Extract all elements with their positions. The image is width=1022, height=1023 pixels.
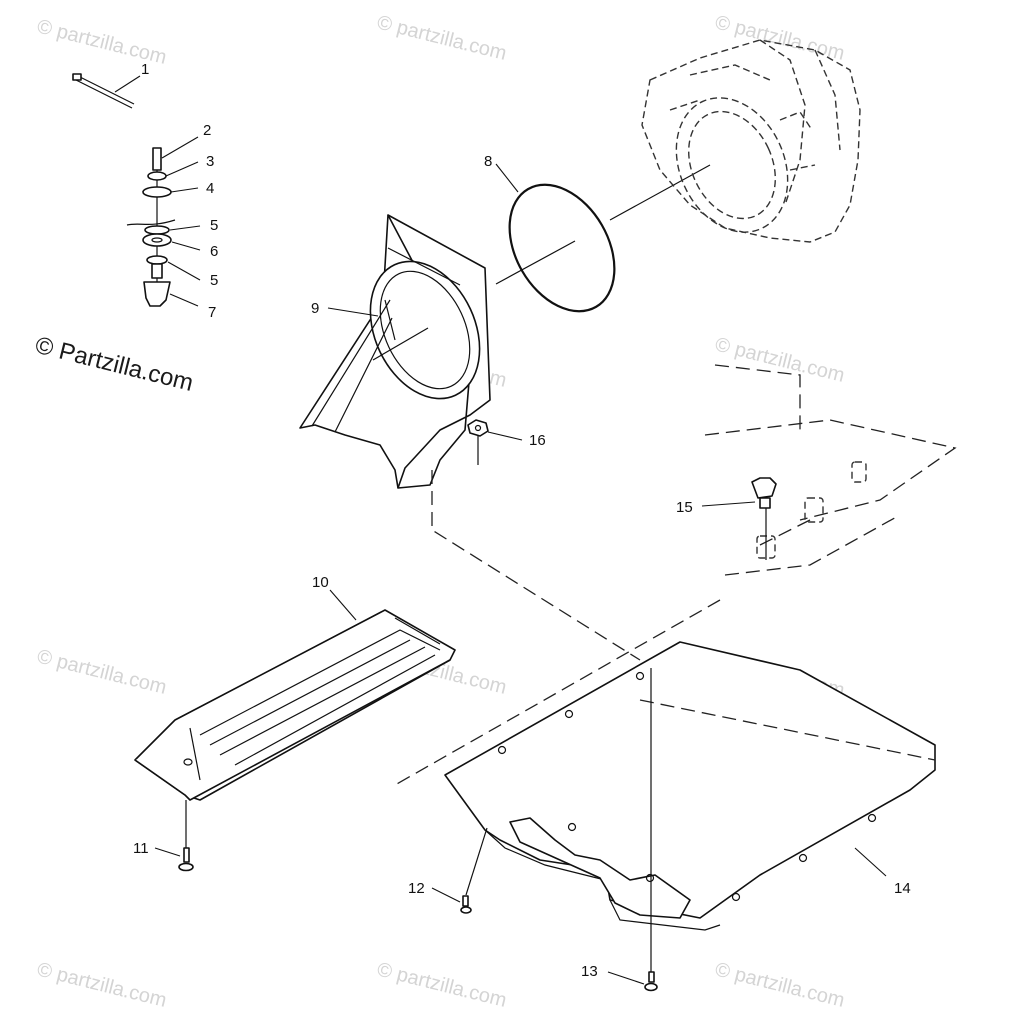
part-9-intake-duct	[299, 214, 491, 489]
callout-13: 13	[581, 963, 598, 980]
part-15-fitting-assembly	[704, 364, 957, 576]
callout-labels: 1 2 3 4 5 6 5 7 8 9 10 11 12 13 14 15 16	[133, 61, 911, 980]
watermark-tile: © partzilla.com	[713, 12, 847, 65]
callout-16: 16	[529, 432, 546, 449]
callout-5-upper: 5	[210, 217, 218, 234]
callout-6: 6	[210, 243, 218, 260]
callout-leader-lines	[114, 75, 887, 985]
part-16-nut	[467, 419, 489, 465]
callout-14: 14	[894, 880, 911, 897]
callout-1: 1	[141, 61, 149, 78]
part-13-screw	[644, 668, 658, 992]
part-8-o-ring	[495, 164, 711, 313]
callout-2: 2	[203, 122, 211, 139]
callout-12: 12	[408, 880, 425, 897]
callout-3: 3	[206, 153, 214, 170]
callout-10: 10	[312, 574, 329, 591]
watermark-tile: © partzilla.com	[375, 959, 509, 1012]
part-11-screw	[178, 800, 194, 872]
callout-4: 4	[206, 180, 214, 197]
watermark-main: © Partzilla.com	[33, 332, 196, 397]
callout-15: 15	[676, 499, 693, 516]
callout-9: 9	[311, 300, 319, 317]
parts-2-7-fastener-stack	[126, 147, 176, 307]
watermark-tile: © partzilla.com	[713, 959, 847, 1012]
alignment-lines	[394, 470, 721, 786]
callout-11: 11	[133, 840, 149, 857]
watermark-tile: © partzilla.com	[35, 646, 169, 699]
watermark-tile: © partzilla.com	[713, 334, 847, 387]
engine-outline-reference	[641, 39, 861, 243]
part-14-base-tray	[444, 641, 936, 931]
part-1-cable-tie	[72, 73, 135, 109]
callout-7: 7	[208, 304, 216, 321]
watermark-tile: © partzilla.com	[35, 959, 169, 1012]
callout-8: 8	[484, 153, 492, 170]
watermark-tile: © partzilla.com	[375, 12, 509, 65]
callout-5-lower: 5	[210, 272, 218, 289]
part-10-seat-pad	[134, 609, 456, 801]
part-12-screw	[460, 827, 488, 914]
